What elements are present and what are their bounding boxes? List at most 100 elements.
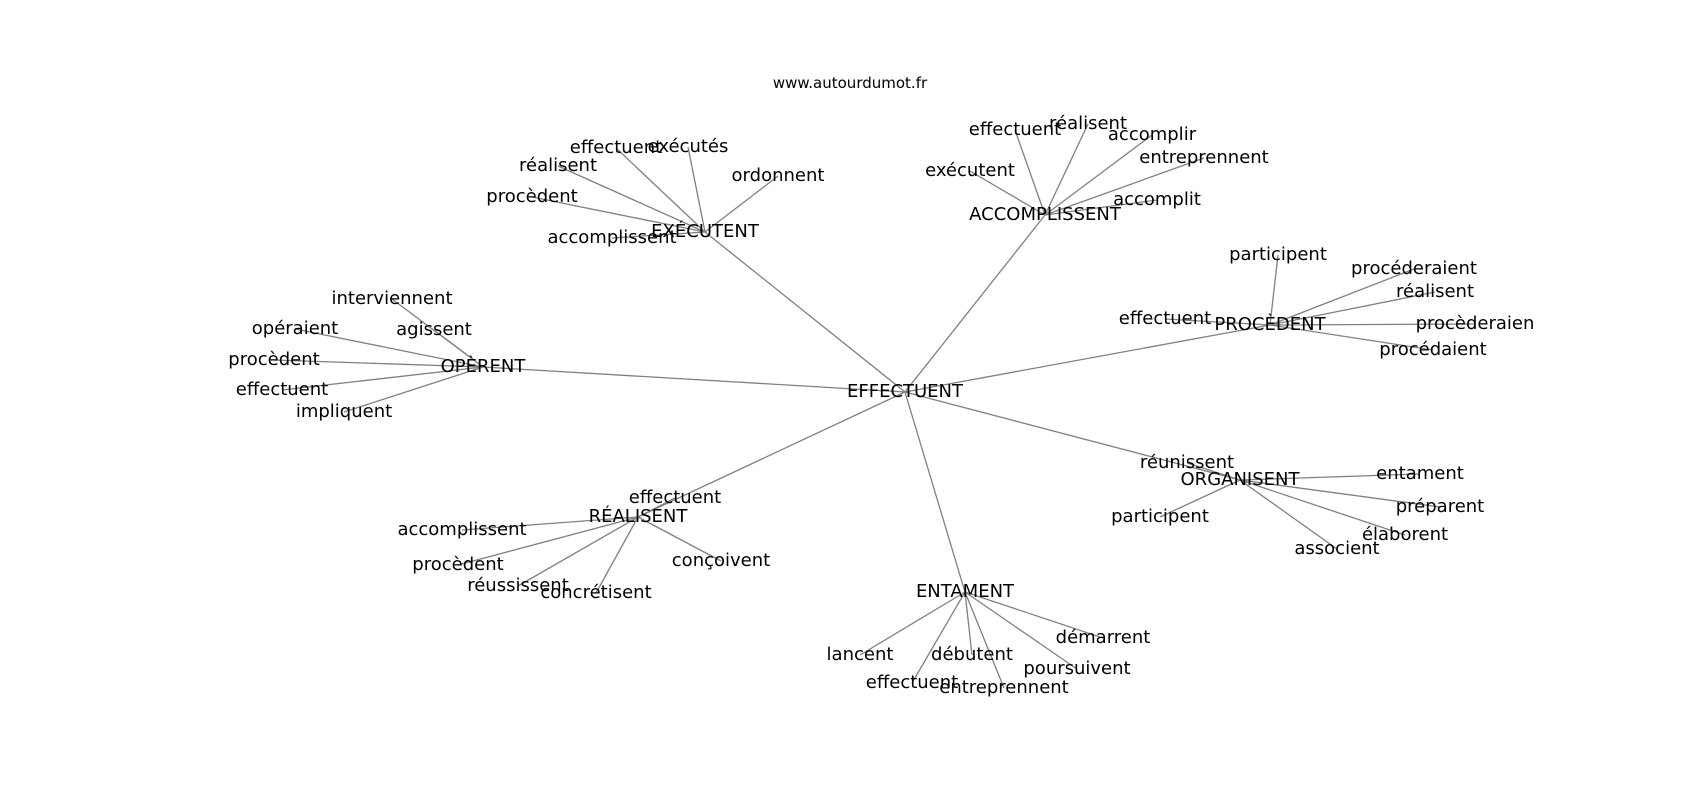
edges-layer	[273, 123, 1476, 689]
hub-node-label: ORGANISENT	[1181, 469, 1301, 490]
edge-hub-leaf	[911, 591, 966, 684]
edge-hub-leaf	[1044, 199, 1158, 216]
edge-hub-leaf	[964, 591, 1104, 639]
edge-hub-leaf	[964, 591, 1078, 670]
edge-hub-leaf	[273, 359, 484, 368]
leaf-node-label: agissent	[396, 319, 472, 340]
edge-hub-leaf	[1239, 473, 1421, 481]
leaf-node-label: effectuent	[236, 379, 328, 400]
leaf-node-label: procédaient	[1379, 339, 1486, 360]
edge-hub-leaf	[557, 165, 706, 233]
leaf-node-label: exécutés	[648, 136, 729, 157]
leaf-node-label: conçoivent	[672, 550, 770, 571]
leaf-node-label: réalisent	[1396, 281, 1474, 302]
leaf-node-label: concrétisent	[540, 582, 651, 603]
hub-node-label: RÉALISENT	[589, 505, 689, 527]
edge-hub-leaf	[637, 497, 676, 518]
edge-hub-leaf	[1159, 479, 1241, 518]
leaf-node-label: participent	[1229, 244, 1327, 265]
edge-hub-leaf	[1044, 123, 1089, 216]
leaf-node-label: préparent	[1396, 496, 1485, 517]
edge-hub-leaf	[1269, 324, 1434, 351]
hub-node-label: PROCÈDENT	[1214, 313, 1326, 335]
leaf-node-label: exécutent	[925, 160, 1015, 181]
leaf-node-label: accomplir	[1108, 124, 1197, 145]
edge-hub-leaf	[1239, 479, 1441, 508]
site-label: www.autourdumot.fr	[773, 74, 928, 92]
hub-node-label: ACCOMPLISSENT	[969, 204, 1122, 225]
edge-hub-leaf	[595, 516, 639, 594]
leaf-node-label: effectuent	[969, 119, 1061, 140]
leaf-node-label: procèderaien	[1416, 313, 1535, 334]
hub-node-label: ENTAMENT	[916, 581, 1015, 602]
edge-hub-leaf	[687, 146, 706, 233]
edge-hub-leaf	[1044, 157, 1205, 216]
edge-hub-leaf	[964, 591, 973, 656]
edge-center-hub	[904, 391, 1241, 481]
edge-hub-leaf	[1164, 318, 1271, 326]
edge-center-hub	[637, 391, 906, 518]
edge-center-hub	[482, 366, 906, 393]
edge-hub-leaf	[637, 516, 722, 562]
leaf-node-label: débutent	[931, 644, 1013, 665]
edge-hub-leaf	[1186, 462, 1241, 481]
edge-center-hub	[904, 391, 966, 593]
edge-hub-leaf	[611, 231, 706, 239]
leaf-node-label: réalisent	[1049, 113, 1127, 134]
edge-hub-leaf	[1044, 134, 1153, 216]
leaf-node-label: accomplissent	[547, 227, 676, 248]
hub-node-label: EXÉCUTENT	[651, 220, 760, 242]
leaf-node-label: réussissent	[467, 575, 569, 596]
edge-center-hub	[904, 214, 1046, 393]
leaf-node-label: élaborent	[1362, 524, 1448, 545]
leaf-node-label: effectuent	[1119, 308, 1211, 329]
leaf-node-label: procéderaient	[1351, 258, 1477, 279]
edge-hub-leaf	[343, 366, 484, 413]
edge-hub-leaf	[704, 175, 779, 233]
edge-hub-leaf	[1269, 323, 1476, 326]
leaf-node-label: participent	[1111, 506, 1209, 527]
edge-hub-leaf	[517, 516, 639, 587]
leaf-node-label: entreprennent	[1139, 147, 1268, 168]
leaf-node-label: entreprennent	[939, 677, 1068, 698]
edge-hub-leaf	[1239, 479, 1406, 536]
edge-hub-leaf	[1239, 479, 1338, 550]
leaf-node-label: lancent	[827, 644, 894, 665]
edge-hub-leaf	[1269, 254, 1279, 326]
leaf-node-label: impliquent	[296, 401, 392, 422]
edge-hub-leaf	[461, 516, 639, 531]
hub-node-label: OPÈRENT	[441, 355, 527, 377]
leaf-node-label: démarrent	[1056, 627, 1151, 648]
leaf-node-label: procèdent	[486, 186, 577, 207]
edge-hub-leaf	[531, 196, 706, 233]
leaf-node-label: réunissent	[1140, 452, 1234, 473]
edge-hub-leaf	[969, 170, 1046, 216]
edge-hub-leaf	[1269, 291, 1436, 326]
leaf-node-label: accomplit	[1113, 189, 1201, 210]
leaf-node-label: ordonnent	[732, 165, 825, 186]
edge-center-hub	[904, 324, 1271, 393]
labels-layer: EFFECTUENTeffectuentexécutésordonnentréa…	[228, 113, 1534, 698]
leaf-node-label: procèdent	[228, 349, 319, 370]
edge-hub-leaf	[281, 366, 484, 391]
leaf-node-label: interviennent	[331, 288, 452, 309]
edge-hub-leaf	[1014, 129, 1046, 216]
leaf-node-label: effectuent	[629, 487, 721, 508]
edge-hub-leaf	[1269, 268, 1415, 326]
leaf-node-label: poursuivent	[1023, 658, 1130, 679]
edge-hub-leaf	[433, 329, 484, 368]
edge-hub-leaf	[294, 328, 484, 368]
leaf-node-label: effectuent	[866, 672, 958, 693]
leaf-node-label: opéraient	[252, 318, 338, 339]
center-node-label: EFFECTUENT	[847, 381, 964, 402]
edge-hub-leaf	[457, 516, 639, 566]
edge-hub-leaf	[964, 591, 1005, 689]
leaf-node-label: procèdent	[412, 554, 503, 575]
edge-hub-leaf	[615, 147, 706, 233]
leaf-node-label: effectuent	[570, 137, 662, 158]
leaf-node-label: réalisent	[519, 155, 597, 176]
leaf-node-label: entament	[1376, 463, 1464, 484]
leaf-node-label: accomplissent	[397, 519, 526, 540]
leaf-node-label: associent	[1294, 538, 1379, 559]
